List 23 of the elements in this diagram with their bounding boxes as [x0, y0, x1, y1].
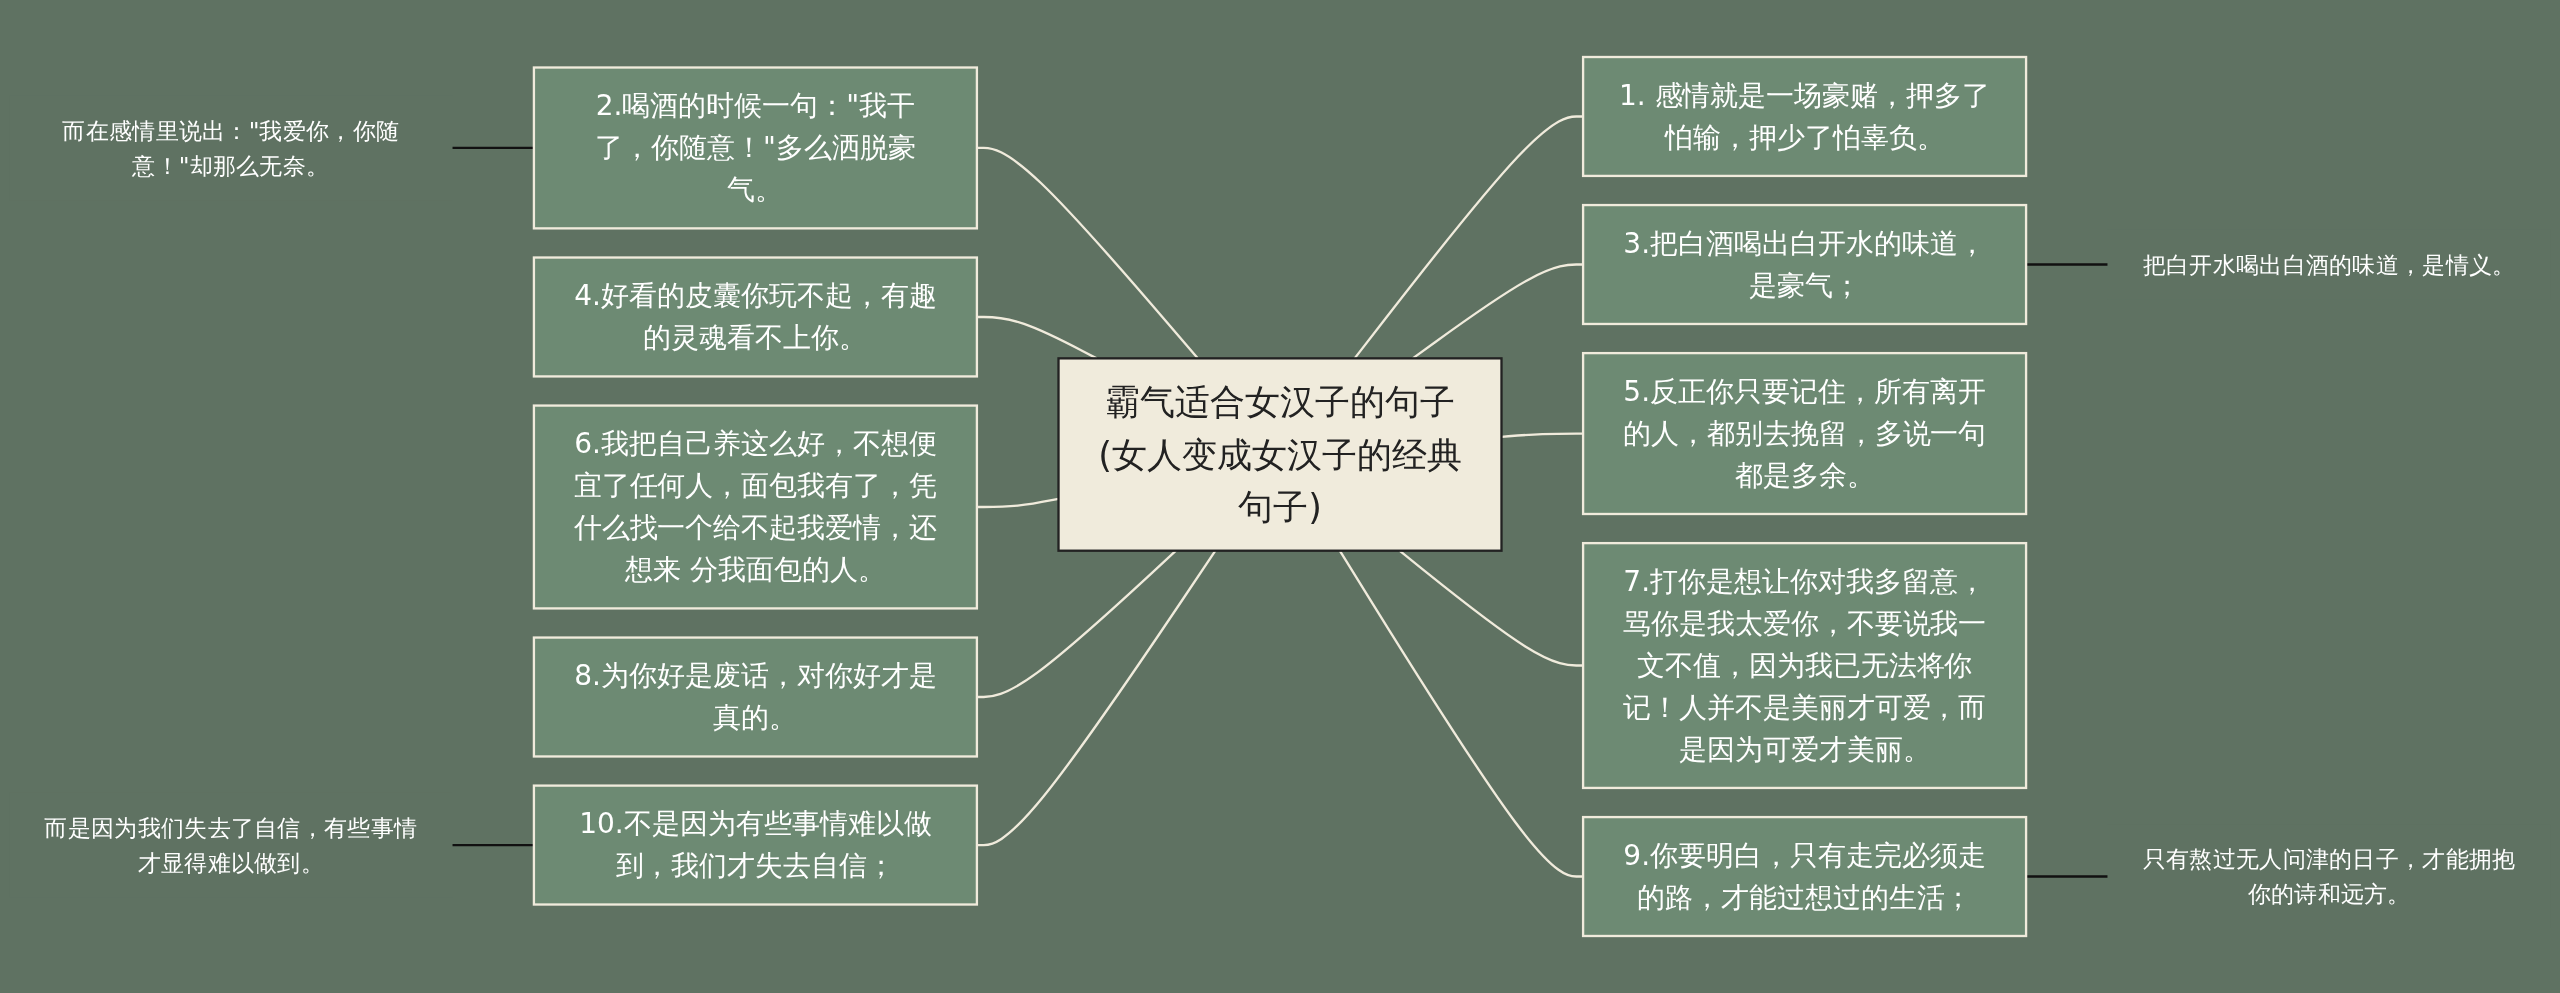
connector	[1501, 432, 1584, 438]
node-box	[1581, 55, 2028, 178]
node-box	[532, 256, 979, 378]
node-box	[1057, 357, 1503, 552]
node-box	[532, 66, 979, 230]
node-text: 而在感情里说出："我爱你，你随意！"却那么无奈。	[62, 116, 400, 180]
node-text: 而是因为我们失去了自信，有些事情才显得难以做到。	[44, 813, 418, 877]
connector	[976, 497, 1059, 509]
connector	[976, 550, 1217, 847]
node-box	[532, 404, 979, 610]
node-box	[1581, 351, 2028, 516]
connector	[2026, 875, 2108, 878]
node-box	[1581, 815, 2028, 938]
node-text: 只有熬过无人问津的日子，才能拥抱你的诗和远方。	[2142, 845, 2516, 909]
connector	[452, 843, 534, 847]
node-box	[1581, 541, 2028, 790]
node-text: 把白开水喝出白酒的味道，是情义。	[2142, 250, 2516, 279]
connector	[2026, 263, 2108, 266]
node-box	[1581, 203, 2028, 326]
node-box	[532, 636, 979, 758]
connector	[452, 146, 534, 150]
connector	[1338, 550, 1584, 878]
node-box	[532, 784, 979, 906]
